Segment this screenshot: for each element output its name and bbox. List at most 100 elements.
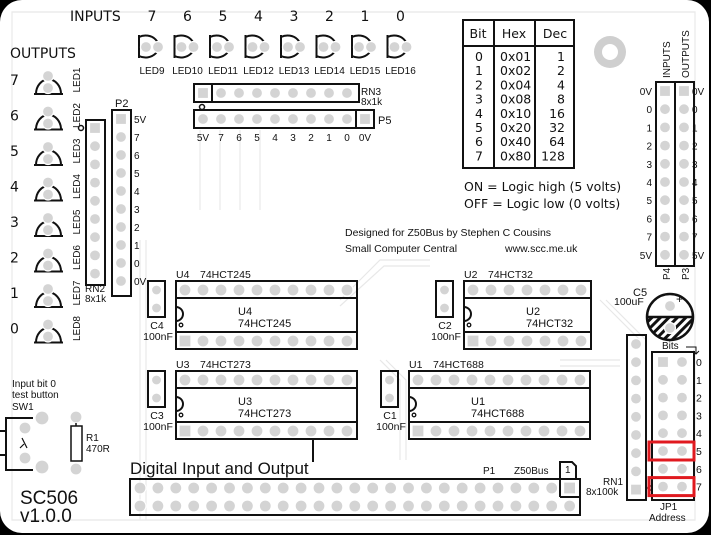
led-input: LED16 <box>385 34 416 77</box>
table-cell-hex: 0x40 <box>500 134 531 149</box>
pad <box>658 248 672 261</box>
output-bit-label: 2 <box>10 251 19 267</box>
pad <box>178 373 192 387</box>
pad <box>629 392 643 405</box>
p3-pin-label: 0 <box>692 105 698 116</box>
pad <box>501 373 515 387</box>
pad <box>41 81 55 95</box>
pad <box>41 105 55 118</box>
pad <box>322 283 336 297</box>
pad <box>175 40 188 54</box>
pad-square <box>178 424 192 438</box>
pad <box>447 373 461 387</box>
table-cell-bit: 1 <box>475 63 483 78</box>
jp1-label: Address <box>649 513 686 524</box>
p4-pin-label: 5V <box>640 251 653 262</box>
chip-ref-top: U2 <box>464 269 478 281</box>
pad <box>447 424 461 438</box>
pad <box>537 424 551 438</box>
led-output: LED1 <box>34 67 83 95</box>
led-label: LED12 <box>243 66 274 77</box>
rn1-resistor-network <box>626 334 653 501</box>
pad <box>150 302 163 314</box>
p4-pin-label: 6 <box>646 214 652 225</box>
pad <box>473 481 487 495</box>
website-link[interactable]: www.scc.me.uk <box>504 243 578 255</box>
pad <box>484 334 498 348</box>
cap-value: 100nF <box>431 331 461 343</box>
p4-inputs-label: INPUTS <box>662 41 673 78</box>
pad <box>150 374 163 386</box>
cap-outline <box>147 280 166 318</box>
sw1-test-button[interactable] <box>0 410 50 475</box>
pad <box>352 40 366 54</box>
pad <box>41 223 55 237</box>
p2-pin-label: 5V <box>134 115 147 126</box>
chip-part-top: 74HCT245 <box>200 269 251 281</box>
pad <box>187 481 201 495</box>
pad <box>294 481 308 495</box>
jumper-fitted-5[interactable] <box>647 440 696 462</box>
pad <box>304 334 318 348</box>
pad <box>312 481 326 495</box>
cap-ref: C1 <box>383 410 397 422</box>
p3-ref: P3 <box>681 267 692 280</box>
p4-pin-label: 3 <box>646 160 652 171</box>
table-cell-bit: 7 <box>475 148 483 163</box>
input-bit-label: 1 <box>361 9 370 25</box>
pad <box>88 158 102 171</box>
pad <box>677 103 691 116</box>
output-bit-label: 0 <box>10 322 19 338</box>
pad <box>88 194 102 207</box>
led-label: LED11 <box>208 66 238 77</box>
pad <box>293 40 307 54</box>
chip-ref: U2 <box>526 306 540 318</box>
pad <box>455 499 469 513</box>
pad-square <box>114 112 128 126</box>
c5-capacitor: + <box>645 292 695 342</box>
pad <box>268 334 282 348</box>
p5-pin-label: 5V <box>197 133 210 144</box>
input-bit-label: 4 <box>254 9 263 25</box>
led-output: LED6 <box>34 245 83 273</box>
chip-ref-top: U3 <box>176 359 190 371</box>
pad <box>222 481 237 495</box>
table-cell-dec: 32 <box>549 120 565 135</box>
table-cell-hex: 0x02 <box>500 63 531 78</box>
jumper-fitted-7[interactable] <box>647 476 696 498</box>
pad <box>88 140 102 153</box>
input-bit-label: 7 <box>148 9 157 25</box>
pad <box>364 40 378 54</box>
pad <box>629 465 643 478</box>
pad <box>250 424 264 438</box>
jp1-bit-label: 3 <box>696 410 702 422</box>
pad <box>232 283 246 297</box>
c5-polarity: + <box>676 292 683 306</box>
pad <box>240 481 254 495</box>
table-cell-hex: 0x08 <box>500 92 531 107</box>
led-label: LED16 <box>385 66 416 77</box>
pad <box>312 499 326 513</box>
pad <box>473 499 487 513</box>
rn2-resistor-network <box>77 119 106 286</box>
jp1-ref: JP1 <box>660 502 678 513</box>
pad <box>322 86 336 100</box>
p3-pin-label: 7 <box>692 233 698 244</box>
pad <box>214 283 228 297</box>
pad <box>491 499 505 513</box>
pad <box>677 139 691 152</box>
pad <box>187 40 200 54</box>
pad <box>322 112 336 126</box>
p5-pin-label: 1 <box>326 133 332 144</box>
rn3-value: 8x1k <box>361 97 383 108</box>
led-label: LED8 <box>72 316 83 341</box>
pad <box>169 499 183 513</box>
led-output: LED7 <box>34 280 83 308</box>
cap-outline <box>435 280 454 318</box>
pad <box>629 337 643 351</box>
